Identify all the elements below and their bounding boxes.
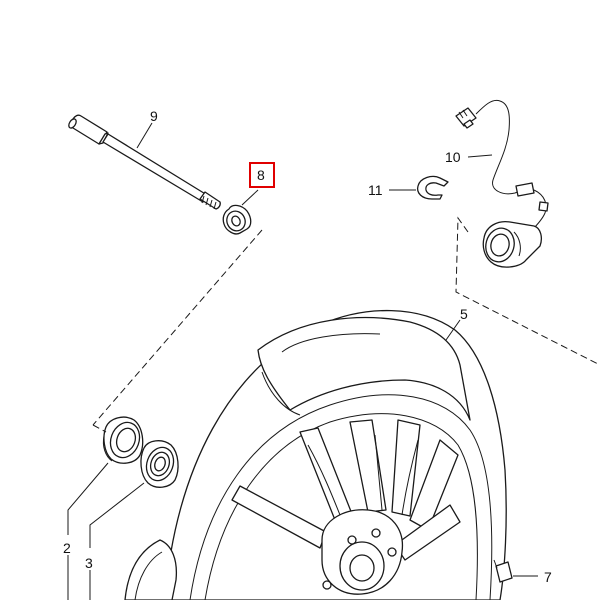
callout-5: 5 bbox=[460, 306, 468, 322]
leader-8 bbox=[241, 189, 259, 206]
bearing-part bbox=[140, 440, 179, 488]
callout-7: 7 bbox=[544, 569, 552, 585]
axle-bolt-part bbox=[68, 114, 221, 210]
oil-seal-part bbox=[102, 416, 144, 464]
leader-9 bbox=[136, 122, 153, 149]
assembly-line-left-2 bbox=[92, 424, 107, 433]
speed-sensor-part bbox=[455, 99, 549, 268]
leader-5 bbox=[445, 319, 461, 341]
callout-2: 2 bbox=[63, 540, 71, 556]
leader-2 bbox=[67, 462, 109, 535]
callout-3: 3 bbox=[85, 555, 93, 571]
callout-8: 8 bbox=[257, 167, 265, 183]
collar-part bbox=[222, 204, 252, 235]
assembly-line-left bbox=[92, 229, 263, 426]
callout-10: 10 bbox=[445, 149, 461, 165]
callout-8-highlight bbox=[249, 162, 275, 188]
callout-9: 9 bbox=[150, 108, 158, 124]
callout-11: 11 bbox=[368, 182, 383, 198]
wheel-tire-part bbox=[124, 309, 507, 600]
assembly-line-right bbox=[455, 216, 600, 366]
clip-part bbox=[416, 175, 449, 200]
leader-10 bbox=[467, 154, 493, 158]
leader-3 bbox=[89, 482, 145, 548]
balance-weight-part bbox=[493, 559, 513, 583]
